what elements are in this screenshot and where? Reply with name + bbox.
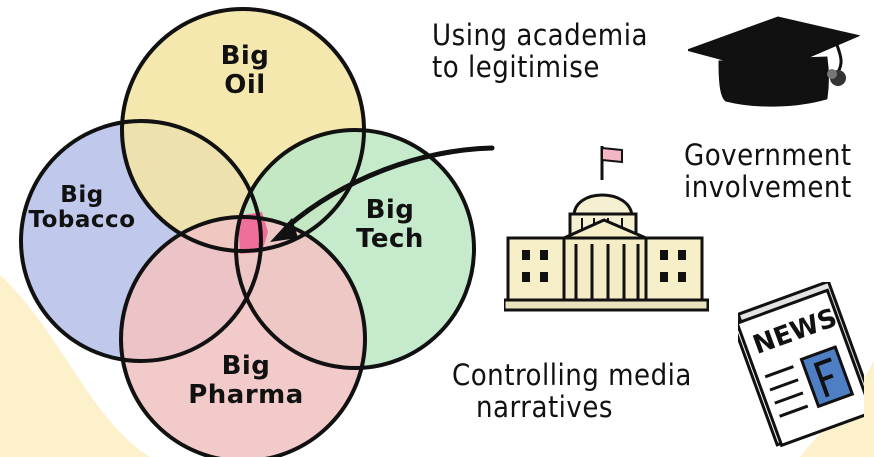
- text-government: Government involvement: [684, 138, 852, 204]
- pointer-arrow: [285, 145, 495, 229]
- label-big-oil: Big Oil: [220, 41, 270, 100]
- text-academia: Using academia to legitimise: [432, 18, 648, 84]
- label-big-tobacco: Big Tobacco: [28, 182, 136, 234]
- circle-big-pharma: [121, 217, 365, 457]
- label-big-tech: Big Tech: [356, 195, 424, 254]
- text-media: Controlling media narratives: [452, 358, 692, 424]
- label-big-pharma: Big Pharma: [188, 351, 304, 410]
- graduation-cap-icon: [688, 16, 860, 107]
- government-building-icon: [504, 146, 709, 312]
- newspaper-icon: NEWS: [738, 282, 864, 448]
